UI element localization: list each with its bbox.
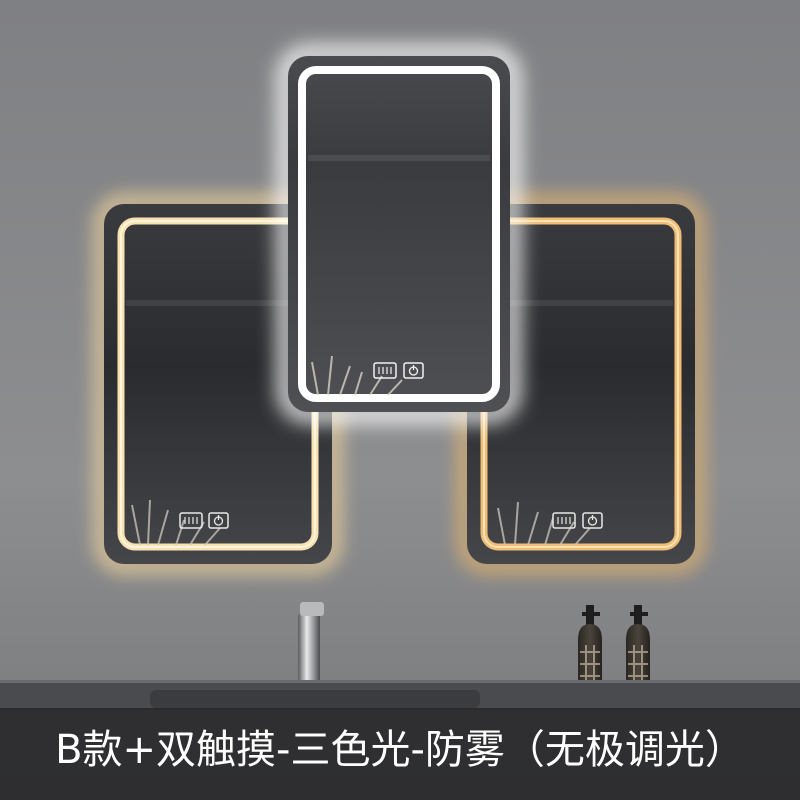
faucet (298, 602, 324, 698)
power-icon (582, 512, 603, 529)
defog-icon (373, 362, 397, 379)
product-caption: B款+双触摸-三色光-防雾（无极调光） (55, 727, 745, 773)
sink (150, 690, 480, 708)
defog-icon (552, 512, 576, 529)
defog-icon (179, 512, 203, 529)
power-icon (403, 362, 424, 379)
center-mirror (278, 46, 520, 422)
power-icon (208, 512, 229, 529)
left-mirror (95, 195, 341, 573)
caption-bar (0, 708, 800, 800)
